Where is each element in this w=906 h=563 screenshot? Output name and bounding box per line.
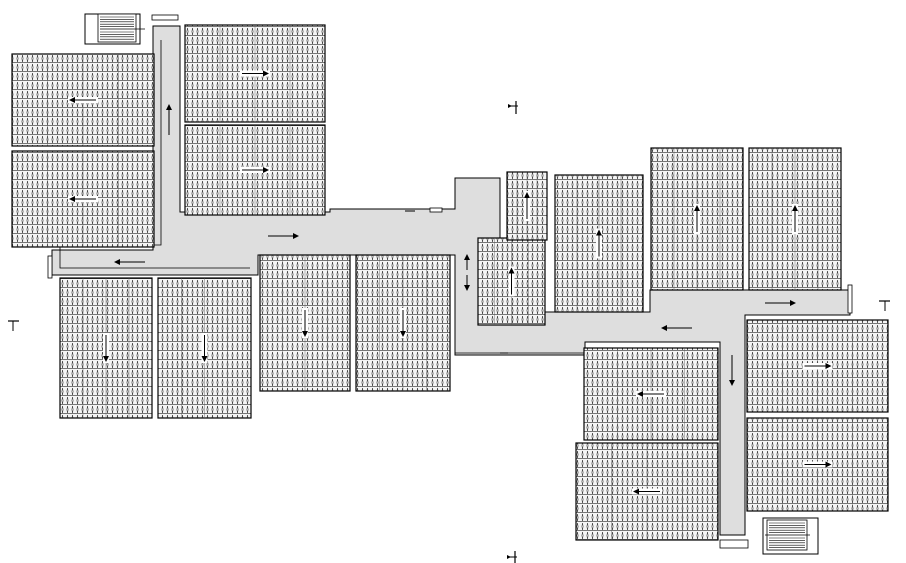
roof-panel — [259, 254, 351, 392]
roof-panel — [746, 319, 889, 413]
roof-panel — [11, 53, 155, 147]
stair-northwest — [84, 13, 179, 45]
roof-panel — [11, 150, 155, 248]
roof-panel — [355, 254, 451, 392]
roof-panel — [157, 277, 252, 419]
roof-panel — [748, 147, 842, 291]
roof-panel — [575, 442, 719, 541]
roof-panel — [650, 147, 744, 291]
edge-details — [47, 207, 853, 549]
section-mark-bottom — [507, 551, 517, 563]
roof-panel — [184, 124, 326, 216]
roof-panel — [554, 174, 644, 313]
section-mark-top — [508, 101, 518, 114]
section-mark-right — [879, 300, 890, 311]
corridor-arrows — [114, 104, 796, 386]
roof-panel — [583, 347, 719, 441]
roof-panel — [59, 277, 153, 419]
roof-panel — [184, 24, 326, 123]
section-mark-left — [8, 320, 19, 331]
stair-southeast — [762, 517, 819, 555]
roof-panels — [11, 24, 889, 541]
roof-panel — [477, 237, 546, 326]
roof-panel — [506, 171, 548, 241]
roof-panel — [746, 417, 889, 512]
